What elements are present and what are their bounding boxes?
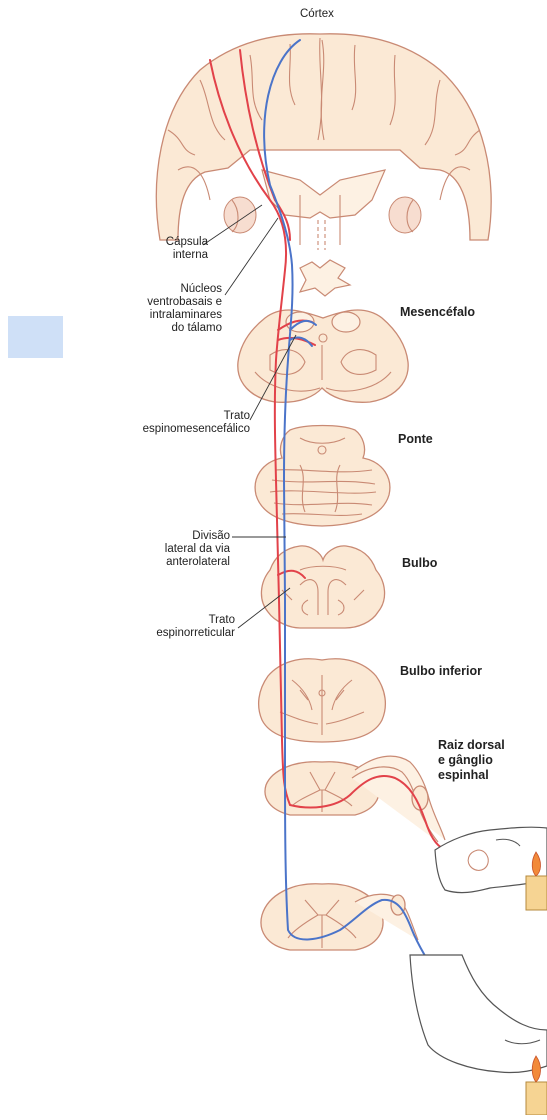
label-raiz-line1: Raiz dorsal [438, 738, 505, 753]
lower-medulla-section [259, 659, 386, 742]
label-raiz-line2: e gânglio [438, 753, 505, 768]
label-raiz-line3: espinhal [438, 768, 505, 783]
label-trato-em-line1: Trato [128, 410, 250, 423]
label-divisao-line2: lateral da via [130, 543, 230, 556]
label-capsula-line1: Cápsula [140, 236, 208, 249]
label-divisao-line3: anterolateral [130, 556, 230, 569]
label-nucleos-line4: do tálamo [120, 322, 222, 335]
label-trato-espinorreticular: Trato espinorreticular [130, 614, 235, 640]
label-trato-er-line2: espinorreticular [130, 627, 235, 640]
label-bulbo-inferior: Bulbo inferior [400, 664, 482, 679]
label-nucleos-line2: ventrobasais e [120, 296, 222, 309]
midbrain-section [238, 310, 408, 402]
label-divisao-lateral: Divisão lateral da via anterolateral [130, 530, 230, 569]
label-bulbo: Bulbo [402, 556, 437, 571]
side-highlight-box [8, 316, 63, 358]
foot-icon [410, 955, 547, 1073]
label-cortex: Córtex [300, 8, 334, 21]
label-capsula-interna: Cápsula interna [140, 236, 208, 262]
label-trato-espinomesencefalico: Trato espinomesencefálico [128, 410, 250, 436]
label-nucleos-talamo: Núcleos ventrobasais e intralaminares do… [120, 283, 222, 335]
label-trato-er-line1: Trato [130, 614, 235, 627]
label-nucleos-line1: Núcleos [120, 283, 222, 296]
label-mesencefalo: Mesencéfalo [400, 305, 475, 320]
label-divisao-line1: Divisão [130, 530, 230, 543]
label-ponte: Ponte [398, 432, 433, 447]
label-raiz-dorsal: Raiz dorsal e gânglio espinhal [438, 738, 505, 783]
spinal-cord-lower [261, 884, 418, 950]
label-trato-em-line2: espinomesencefálico [128, 423, 250, 436]
label-nucleos-line3: intralaminares [120, 309, 222, 322]
label-capsula-line2: interna [140, 249, 208, 262]
